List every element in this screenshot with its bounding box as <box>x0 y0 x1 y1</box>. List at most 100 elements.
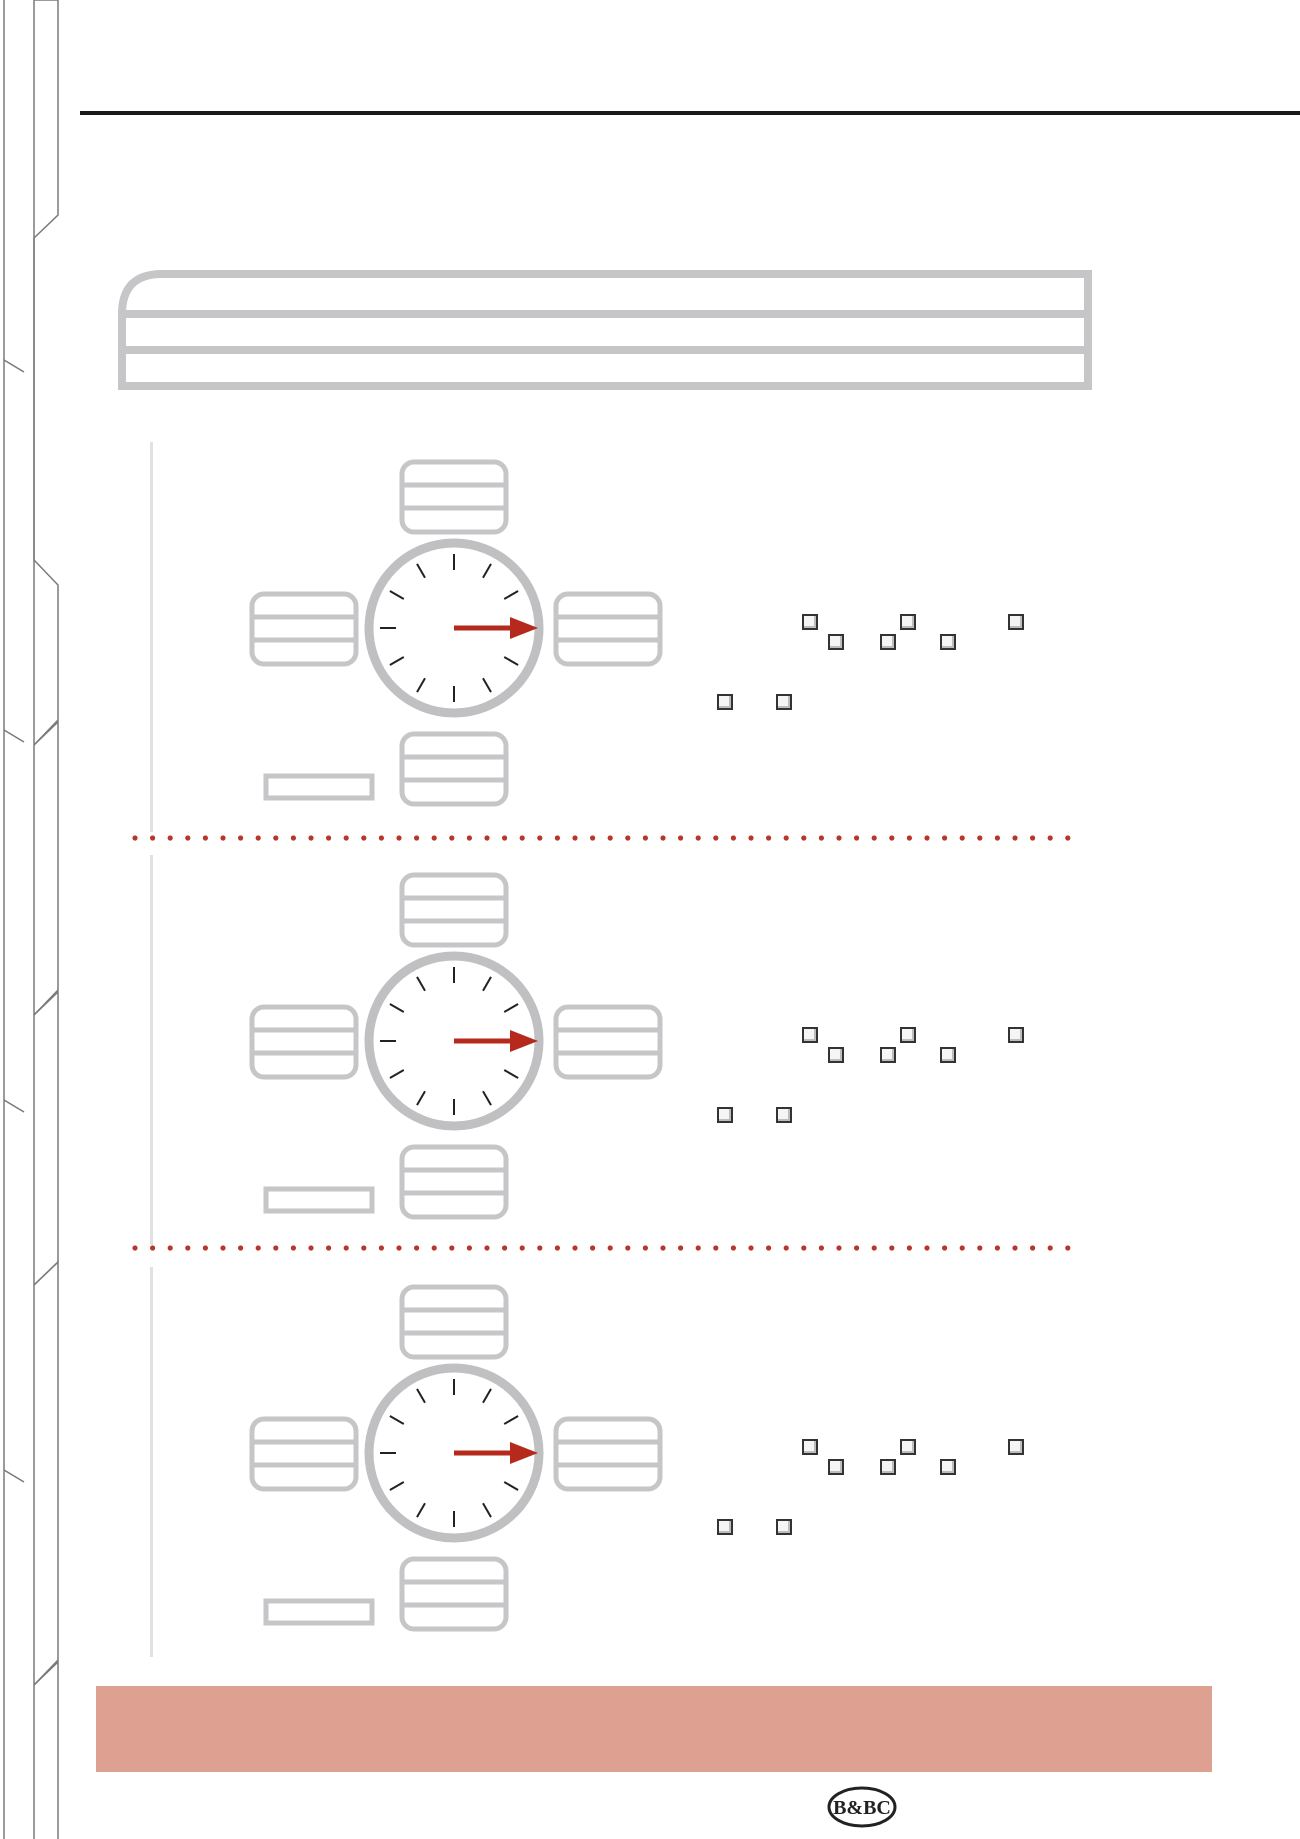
dial-tick <box>416 1090 426 1106</box>
checkbox-8[interactable] <box>776 1519 792 1535</box>
top-label-box <box>399 872 509 948</box>
divider-dot <box>449 1245 455 1251</box>
checkbox-5[interactable] <box>940 1459 956 1475</box>
divider-dot <box>1065 835 1071 841</box>
checkbox-6[interactable] <box>1008 1439 1024 1455</box>
left-label-box <box>249 1004 359 1080</box>
checkbox-1[interactable] <box>802 1439 818 1455</box>
divider-dot <box>484 1245 490 1251</box>
dial-section-2 <box>140 855 1100 1245</box>
divider-dot <box>678 835 684 841</box>
left-label-box <box>249 1416 359 1492</box>
divider-dot <box>678 1245 684 1251</box>
divider-dot <box>449 835 455 841</box>
dial-tick <box>416 563 426 579</box>
divider-dot <box>730 835 737 841</box>
divider-dot <box>625 1245 631 1251</box>
dotted-divider-1 <box>132 835 1071 841</box>
checkbox-1[interactable] <box>802 614 818 630</box>
divider-dot <box>431 835 437 841</box>
right-label-box <box>553 1416 663 1492</box>
divider-dot <box>642 835 649 841</box>
divider-dot <box>607 1245 613 1251</box>
checkbox-7[interactable] <box>717 1519 733 1535</box>
section-vertical-line <box>150 1267 153 1657</box>
dial-tick <box>482 677 492 693</box>
checkbox-5[interactable] <box>940 634 956 650</box>
divider-dot <box>396 835 402 841</box>
dial-tick <box>416 1502 426 1518</box>
checkbox-3[interactable] <box>880 634 896 650</box>
divider-dot <box>132 835 138 841</box>
checkbox-4[interactable] <box>900 1027 916 1043</box>
divider-dot <box>713 1245 719 1251</box>
divider-dot <box>343 1245 349 1251</box>
checkbox-7[interactable] <box>717 694 733 710</box>
divider-dot <box>836 835 842 841</box>
divider-dot <box>977 835 983 841</box>
divider-dot <box>801 835 807 841</box>
divider-dot <box>554 835 560 841</box>
checkbox-5[interactable] <box>940 1047 956 1063</box>
checkbox-2[interactable] <box>828 634 844 650</box>
section-vertical-line <box>150 442 153 832</box>
divider-dot <box>889 835 895 841</box>
checkbox-7[interactable] <box>717 1107 733 1123</box>
divider-dot <box>572 835 578 841</box>
checkbox-3[interactable] <box>880 1047 896 1063</box>
dial-section-1 <box>140 442 1100 832</box>
dial-tick <box>482 1090 492 1106</box>
divider-dot <box>783 1245 789 1251</box>
checkbox-6[interactable] <box>1008 1027 1024 1043</box>
divider-dot <box>607 835 613 841</box>
divider-dot <box>519 835 525 841</box>
dial-tick <box>503 656 519 666</box>
divider-dot <box>1030 835 1036 841</box>
divider-dot <box>959 835 965 841</box>
logo-text: B&BC <box>833 1797 891 1819</box>
divider-dot <box>713 835 719 841</box>
checkbox-1[interactable] <box>802 1027 818 1043</box>
divider-dot <box>959 1245 965 1251</box>
divider-dot <box>660 1245 666 1251</box>
divider-dot <box>273 835 279 841</box>
divider-dot <box>220 1245 226 1251</box>
checkbox-2[interactable] <box>828 1047 844 1063</box>
checkbox-4[interactable] <box>900 614 916 630</box>
dial-tick <box>503 1481 519 1491</box>
divider-dot <box>1030 1245 1036 1251</box>
divider-dot <box>695 835 701 841</box>
dial-tick <box>389 1415 405 1425</box>
dial-tick <box>482 1388 492 1404</box>
dial-tick <box>389 656 405 666</box>
dial-diagram <box>249 459 663 807</box>
divider-dot <box>1065 1245 1071 1251</box>
dial-diagram <box>249 1284 663 1632</box>
bottom-label-box <box>399 731 509 807</box>
checkbox-2[interactable] <box>828 1459 844 1475</box>
checkbox-6[interactable] <box>1008 614 1024 630</box>
divider-dot <box>660 835 666 841</box>
divider-dot <box>396 1245 402 1251</box>
dial-tick <box>416 1388 426 1404</box>
top-rule <box>80 111 1300 115</box>
dial-tick <box>503 1003 519 1013</box>
checkbox-8[interactable] <box>776 694 792 710</box>
divider-dot <box>801 1245 807 1251</box>
section-vertical-line <box>150 855 153 1245</box>
dial-tick <box>482 563 492 579</box>
divider-dot <box>185 835 191 841</box>
small-label-box <box>263 1186 375 1214</box>
dotted-divider-2 <box>132 1245 1071 1251</box>
divider-dot <box>924 1245 930 1251</box>
divider-dot <box>1012 1245 1018 1251</box>
divider-dot <box>290 835 296 841</box>
dial-section-3 <box>140 1267 1100 1657</box>
divider-dot <box>431 1245 437 1251</box>
checkbox-3[interactable] <box>880 1459 896 1475</box>
checkbox-8[interactable] <box>776 1107 792 1123</box>
divider-dot <box>766 835 772 841</box>
divider-dot <box>502 835 508 841</box>
divider-dot <box>537 835 543 841</box>
checkbox-4[interactable] <box>900 1439 916 1455</box>
